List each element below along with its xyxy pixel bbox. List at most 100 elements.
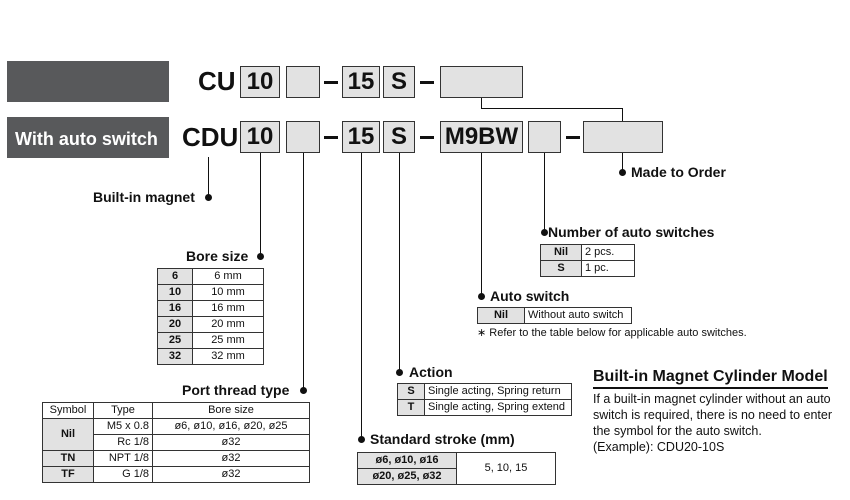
table-row: Nil M5 x 0.8 ø6, ø10, ø16, ø20, ø25 [42, 418, 310, 451]
builtin-model-heading: Built-in Magnet Cylinder Model [593, 367, 828, 389]
dot-bore [257, 253, 264, 260]
dot-stroke [358, 436, 365, 443]
bore-cell: ø6, ø10, ø16 [357, 452, 457, 469]
bore-cell: ø6, ø10, ø16, ø20, ø25 [152, 418, 310, 435]
row2-stroke-box: 15 [342, 121, 380, 153]
symbol-cell: S [397, 383, 425, 400]
type-cell: Rc 1/8 [93, 434, 153, 451]
row1-dash-1 [324, 81, 338, 84]
dot-num-switches [541, 229, 548, 236]
symbol-cell: TN [42, 450, 94, 467]
row1-suffix-box [440, 66, 523, 98]
value-cell: Single acting, Spring extend [424, 399, 572, 416]
value-cell: 32 mm [192, 348, 264, 365]
row2-auto-switch-bar: With auto switch [7, 117, 169, 158]
row1-bore-box: 10 [240, 66, 280, 98]
bore-cell: ø20, ø25, ø32 [357, 468, 457, 485]
value-cell: Single acting, Spring return [424, 383, 572, 400]
symbol-cell: 25 [157, 332, 193, 349]
value-cell: 10 mm [192, 284, 264, 301]
connector-row1-suffix-h [481, 108, 623, 109]
dot-made-to-order [619, 169, 626, 176]
type-cell: G 1/8 [93, 466, 153, 483]
symbol-cell: 32 [157, 348, 193, 365]
label-standard-stroke: Standard stroke (mm) [370, 431, 515, 447]
symbol-cell: T [397, 399, 425, 416]
symbol-cell: TF [42, 466, 94, 483]
table-row: ø6, ø10, ø16 5, 10, 15 [357, 452, 556, 485]
leader-port [303, 153, 304, 391]
table-row: Rc 1/8 ø32 [43, 434, 310, 451]
auto-switch-note: ∗ Refer to the table below for applicabl… [477, 327, 747, 339]
label-num-switches: Number of auto switches [548, 224, 715, 240]
connector-row1-suffix [481, 98, 482, 108]
symbol-cell: 16 [157, 300, 193, 317]
row2-dash-1 [324, 136, 338, 139]
row2-dash-2 [420, 136, 434, 139]
leader-magnet [208, 157, 209, 197]
bore-cell: ø32 [152, 450, 310, 467]
label-port-thread-type: Port thread type [182, 382, 290, 398]
dot-auto-switch [478, 293, 485, 300]
leader-stroke [361, 153, 362, 440]
table-header-row: Symbol Type Bore size [42, 402, 310, 419]
leader-bore [260, 153, 261, 257]
header-bore-size: Bore size [152, 402, 310, 419]
value-cell: Without auto switch [524, 307, 632, 324]
table-row: TF G 1/8 ø32 [42, 466, 310, 483]
row2-num-switch-box [528, 121, 561, 153]
header-type: Type [93, 402, 153, 419]
value-cell: 20 mm [192, 316, 264, 333]
row2-action-box: S [383, 121, 415, 153]
row2-dash-3 [566, 136, 580, 139]
row1-action-box: S [383, 66, 415, 98]
table-row: ø20, ø25, ø32 [357, 468, 556, 485]
leader-action [399, 153, 400, 373]
row1-stroke-box: 15 [342, 66, 380, 98]
builtin-line-2: switch is required, there is no need to … [593, 408, 833, 422]
row2-switch-box: M9BW [440, 121, 523, 153]
label-auto-switch: Auto switch [490, 288, 570, 304]
label-action: Action [409, 364, 453, 380]
builtin-line-4: (Example): CDU20-10S [593, 440, 725, 454]
dot-action [396, 369, 403, 376]
row2-made-to-order-box [583, 121, 663, 153]
row2-prefix: CDU [182, 122, 239, 152]
builtin-line-3: the symbol for the auto switch. [593, 424, 762, 438]
leader-auto-switch [481, 153, 482, 297]
table-row: TN NPT 1/8 ø32 [42, 450, 310, 467]
port-thread-table: Symbol Type Bore size Nil M5 x 0.8 ø6, ø… [42, 402, 310, 483]
stroke-cell: 5, 10, 15 [456, 452, 556, 485]
symbol-cell: Nil [477, 307, 525, 324]
dot-magnet [205, 194, 212, 201]
row2-port-box [286, 121, 320, 153]
value-cell: 6 mm [192, 268, 264, 285]
connector-row1-suffix-v2 [622, 108, 623, 121]
value-cell: 25 mm [192, 332, 264, 349]
stroke-table: ø6, ø10, ø16 5, 10, 15 ø20, ø25, ø32 [357, 452, 556, 485]
symbol-cell: S [540, 260, 582, 277]
row2-bore-box: 10 [240, 121, 280, 153]
label-built-in-magnet: Built-in magnet [93, 189, 195, 205]
leader-num-switches [544, 153, 545, 233]
type-cell: NPT 1/8 [93, 450, 153, 467]
value-cell: 16 mm [192, 300, 264, 317]
symbol-cell: 10 [157, 284, 193, 301]
builtin-model-text: If a built-in magnet cylinder without an… [593, 391, 850, 455]
symbol-cell: Nil [540, 244, 582, 261]
builtin-line-1: If a built-in magnet cylinder without an… [593, 392, 831, 406]
symbol-cell: 20 [157, 316, 193, 333]
symbol-cell: Nil [42, 418, 94, 451]
